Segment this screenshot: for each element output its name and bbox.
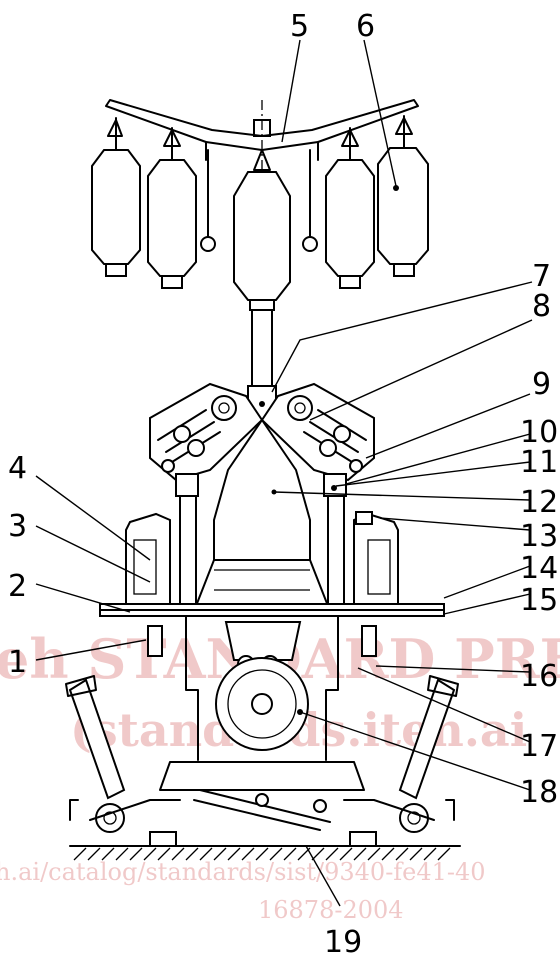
bracket-right [361,625,377,657]
watermark-line-4: 16878-2004 [258,896,404,924]
housing-right [353,512,399,605]
creel-hangers [205,141,319,161]
bracket-left [147,625,163,657]
creel-assembly [91,99,429,400]
leader-16 [375,665,531,673]
leader-15 [443,593,531,615]
callout-10: 10 [520,415,558,450]
callout-16: 16 [520,659,558,694]
leader-9 [365,393,531,459]
mast [251,309,273,391]
leader-2 [35,583,131,613]
bobbin [325,127,375,289]
callout-4: 4 [8,451,27,486]
callout-18: 18 [520,775,558,810]
bobbin [91,117,141,277]
callout-13: 13 [520,519,558,554]
callout-15: 15 [520,583,558,618]
callout-5: 5 [290,9,309,44]
leader-11 [335,461,531,487]
mid-mechanism [224,621,302,661]
lower-base [159,761,365,791]
leader-14 [443,565,531,599]
bobbin [147,127,197,289]
leader-13 [379,517,531,531]
callout-2: 2 [8,569,27,604]
bobbin [233,149,291,311]
callout-6: 6 [356,9,375,44]
callout-8: 8 [532,289,551,324]
side-block-left [175,473,199,497]
bobbin [377,115,429,277]
watermark-line-3: h.ai/catalog/standards/sist/9340-fe41-40 [0,858,486,886]
callout-1: 1 [8,645,27,680]
leader-18 [299,711,531,791]
callout-3: 3 [8,509,27,544]
leader-10 [345,433,531,485]
leg-left [65,675,181,833]
leader-3 [35,525,151,583]
nose-cone [213,418,311,561]
callout-14: 14 [520,551,558,586]
callout-17: 17 [520,729,558,764]
callout-19: 19 [324,925,362,956]
leader-lines [35,39,533,907]
callout-7: 7 [532,259,551,294]
leader-7 [271,281,533,393]
leg-right [343,675,459,833]
ground [69,831,461,861]
creel-arm [105,99,419,151]
head-assembly [149,382,375,561]
main-frame [99,495,445,831]
roller-left [200,236,216,252]
leader-1 [35,639,147,661]
callout-12: 12 [520,485,558,520]
callout-9: 9 [532,367,551,402]
roller-right [302,236,318,252]
leader-17 [357,667,531,743]
leader-8 [309,319,533,421]
leader-5 [281,39,301,143]
leader-4 [35,475,151,561]
callout-labels: 5 6 7 8 9 10 11 12 13 14 15 16 17 18 19 … [8,9,558,956]
leader-12 [273,491,531,501]
leader-19 [305,845,341,907]
callout-11: 11 [520,445,558,480]
leader-6 [363,39,397,187]
